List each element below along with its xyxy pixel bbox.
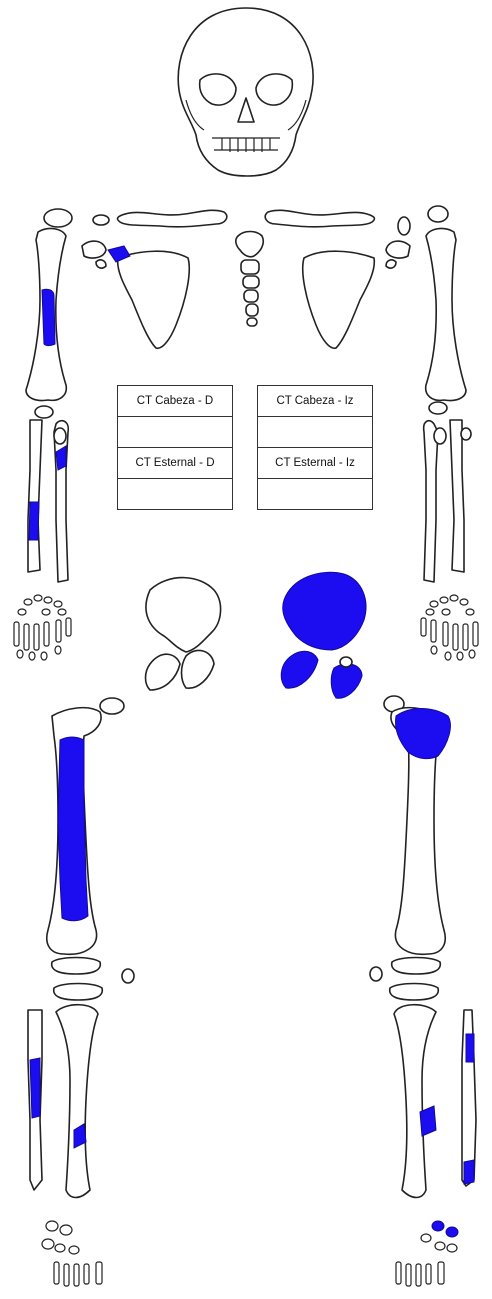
humerus-left	[426, 229, 466, 401]
proximal-tibia-left	[390, 984, 439, 1001]
ct-head-right-value[interactable]	[118, 417, 233, 448]
ct-sternal-right-value[interactable]	[118, 479, 233, 510]
hand-right	[14, 595, 71, 660]
ct-head-right-label: CT Cabeza - D	[118, 386, 233, 417]
ct-sternal-right-label: CT Esternal - D	[118, 448, 233, 479]
distal-epiphysis-left	[392, 958, 441, 975]
forearm-right	[28, 406, 68, 582]
marked-humerus-right	[42, 289, 55, 345]
ilium-right	[146, 578, 221, 652]
ct-table-left-side: CT Cabeza - Iz CT Esternal - Iz	[257, 385, 373, 510]
marked-fibula-left-lower	[464, 1160, 474, 1184]
marked-fibula-left-upper	[466, 1034, 474, 1062]
foot-right	[42, 1221, 102, 1286]
forearm-left	[424, 402, 471, 582]
marked-tibia-left	[420, 1106, 436, 1136]
sternum	[236, 232, 263, 327]
ct-head-left-value[interactable]	[258, 417, 373, 448]
coracoid-right-small	[96, 260, 106, 268]
humeral-head-right	[44, 209, 72, 227]
distal-epiphysis-right	[52, 958, 101, 975]
lower-leg-right	[28, 1005, 98, 1198]
marked-pubis-left	[331, 664, 362, 698]
scapula-right	[118, 251, 190, 348]
marked-ilium-left	[283, 572, 366, 650]
marked-ischium-left	[281, 651, 318, 688]
femoral-head-right	[100, 698, 124, 714]
ischium-pubis-right	[146, 650, 215, 690]
marked-femur-right	[58, 737, 88, 921]
foot-left	[396, 1221, 458, 1286]
marked-radius-right	[29, 502, 39, 540]
acromion-left	[386, 241, 410, 258]
ct-sternal-left-label: CT Esternal - Iz	[258, 448, 373, 479]
humeral-head-left	[428, 206, 448, 222]
coracoid-left-small	[386, 260, 396, 268]
proximal-tibia-right	[54, 984, 103, 1001]
pubis-left-small	[340, 657, 352, 667]
marked-femur-left	[396, 709, 451, 759]
epiphysis-right	[93, 215, 109, 225]
clavicle-right	[118, 210, 227, 227]
acromion-right	[82, 241, 106, 258]
skull	[178, 8, 313, 176]
ct-head-left-label: CT Cabeza - Iz	[258, 386, 373, 417]
hand-left	[421, 595, 478, 660]
scapula-left	[303, 251, 375, 348]
patella-right	[122, 969, 134, 983]
lower-leg-left	[394, 1005, 476, 1198]
clavicle-left	[265, 210, 374, 227]
marked-fibula-right	[30, 1058, 40, 1118]
ct-sternal-left-value[interactable]	[258, 479, 373, 510]
epiphysis-left	[398, 217, 410, 235]
patella-left	[370, 967, 382, 981]
ct-table-right-side: CT Cabeza - D CT Esternal - D	[117, 385, 233, 510]
